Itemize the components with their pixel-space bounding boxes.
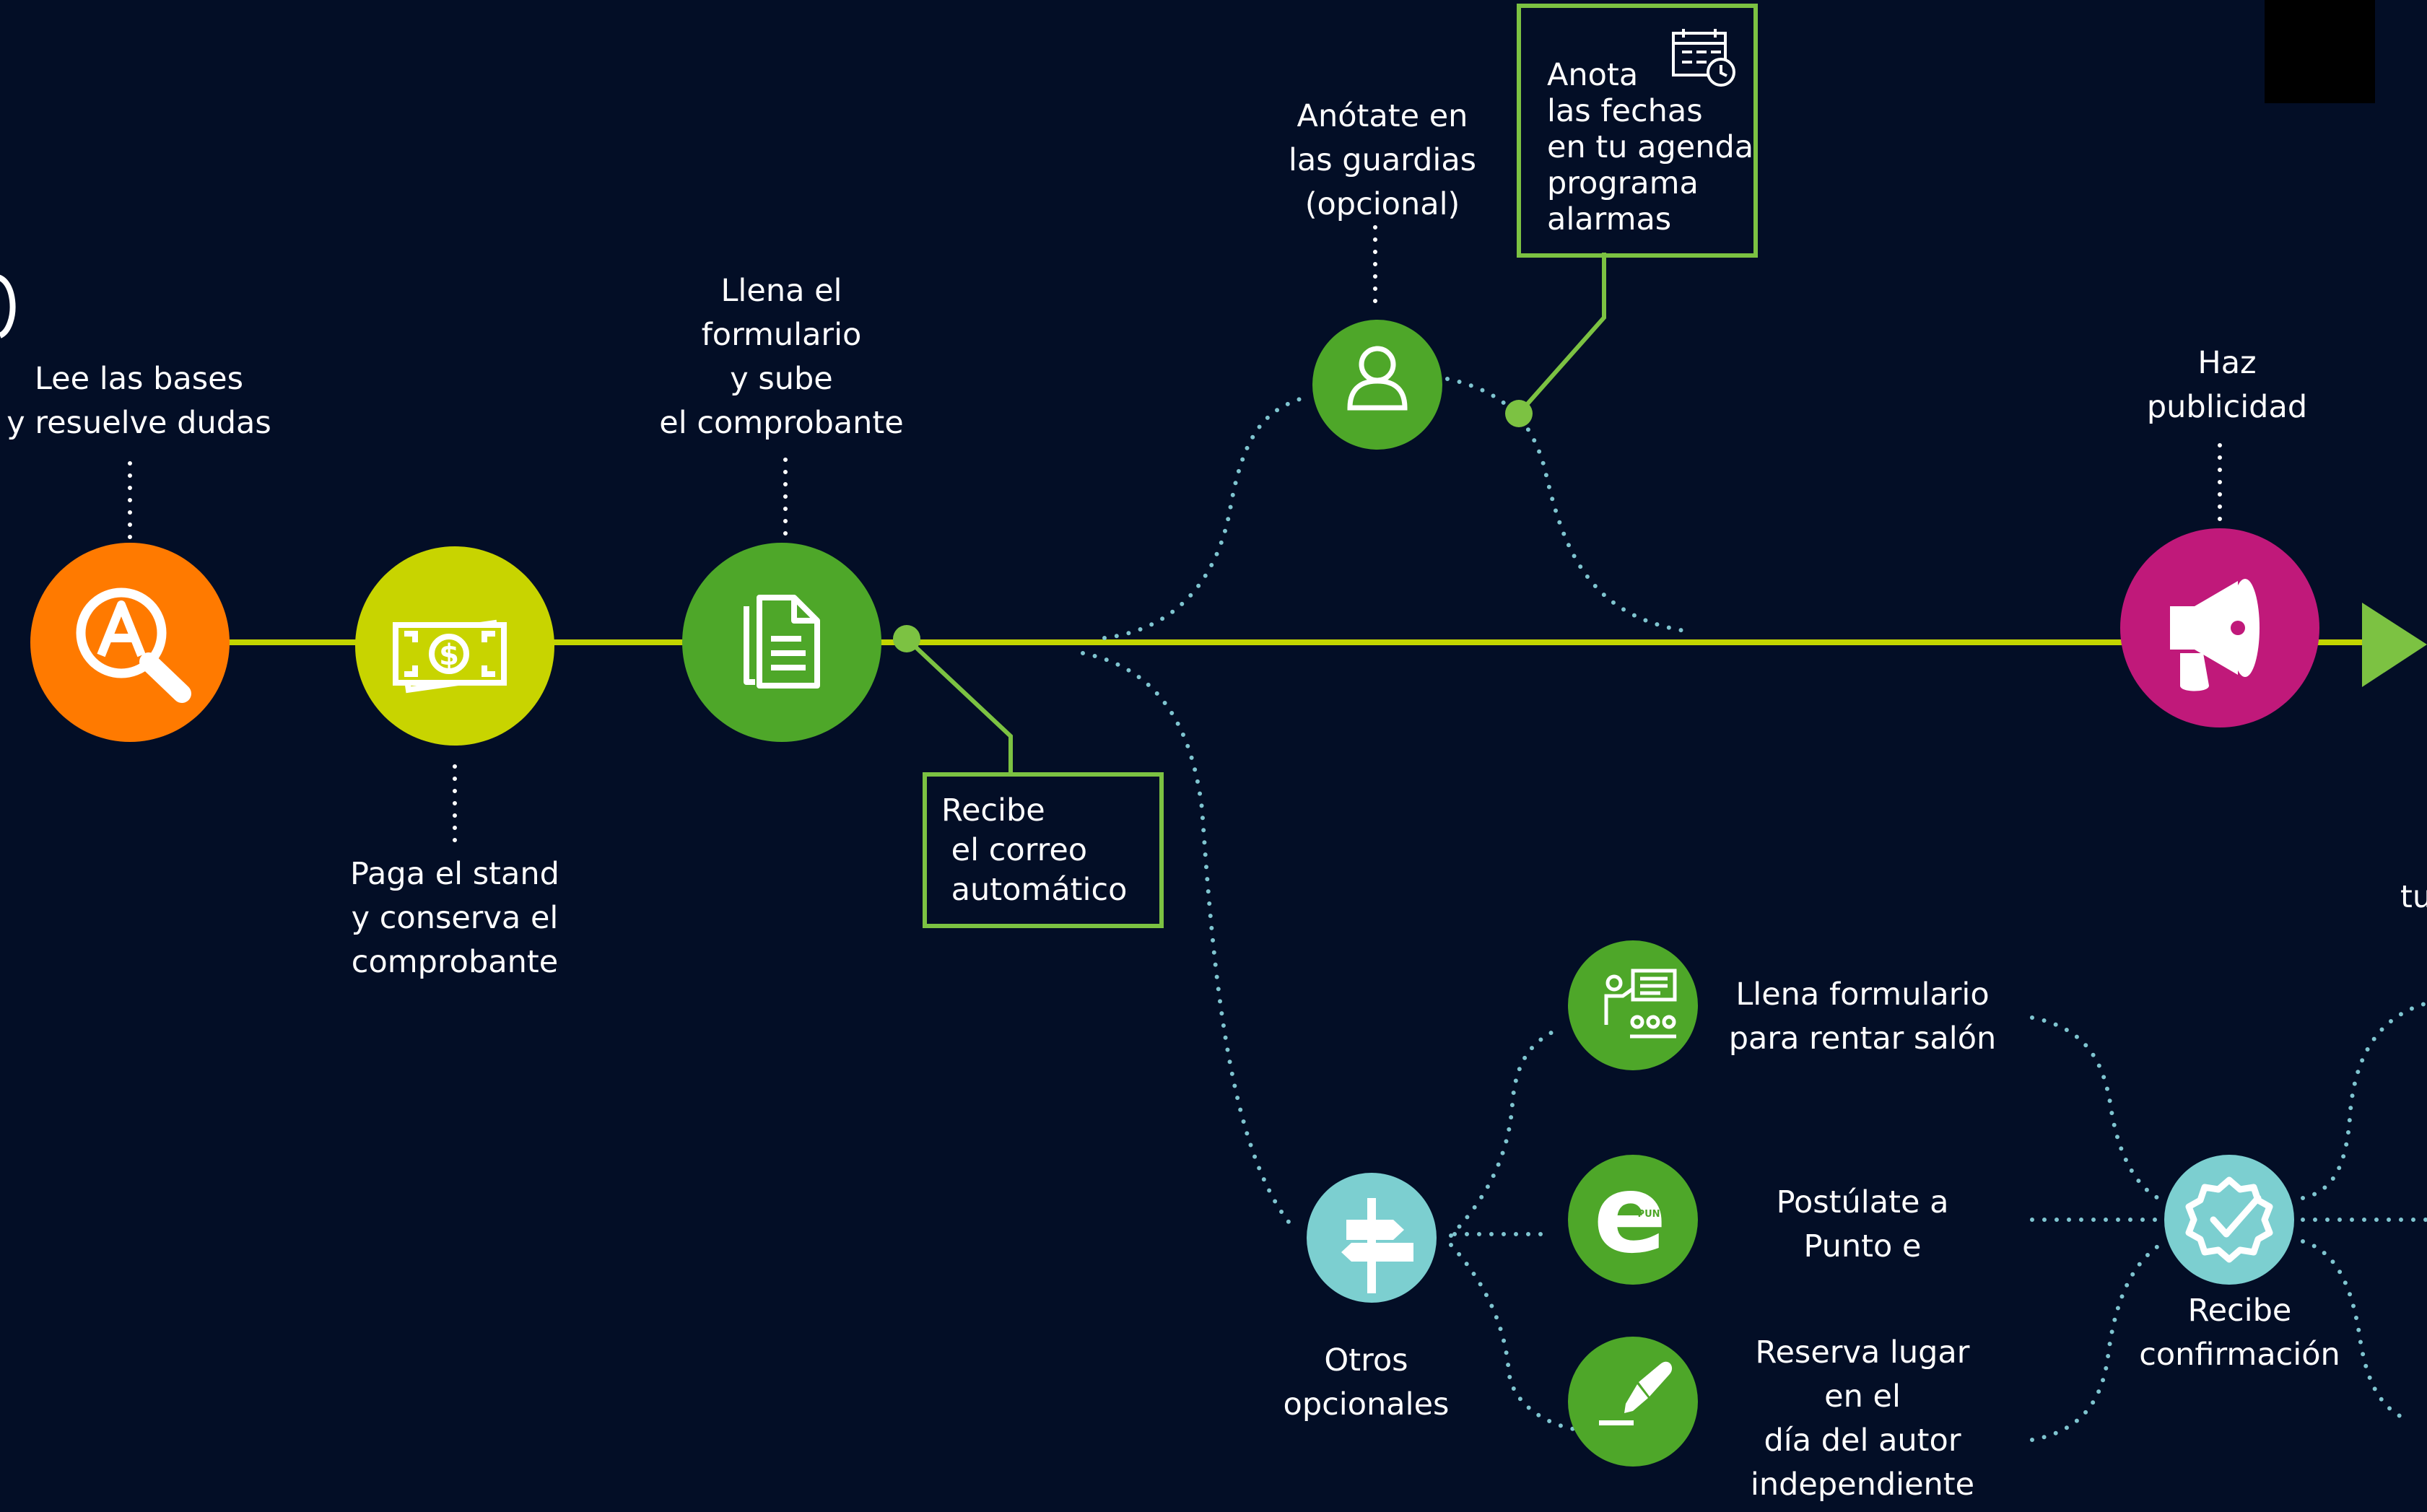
dotted-path-down: [1081, 651, 1298, 1233]
money-bill-icon: [393, 619, 507, 694]
dotted-path-salon: [1449, 1026, 1561, 1238]
label-salon: Llena formulario para rentar salón: [1728, 976, 1997, 1057]
label-punto: Postúlate a Punto e: [1776, 1184, 1949, 1264]
dotted-path-confirm-down: [2301, 1239, 2406, 1420]
label-form: Llena el formulario y sube el comprobant…: [659, 273, 904, 441]
money-bill-dollar: $: [439, 639, 459, 672]
dates-note-dot: [1505, 400, 1533, 427]
dotted-path-confirm-up: [2301, 1001, 2427, 1200]
edge-arc: [0, 274, 16, 338]
label-author: Reserva lugar en el día del autor indepe…: [1750, 1334, 1975, 1503]
dotted-path-author-confirm: [2030, 1239, 2168, 1442]
dotted-path-shift-right: [1445, 377, 1691, 634]
svg-text:e: e: [1593, 1152, 1667, 1277]
dotted-path-author: [1449, 1243, 1576, 1431]
signpost-icon: [1341, 1198, 1413, 1293]
punto-e-icon: e PUNTO: [1593, 1152, 1674, 1277]
email-note-dot: [893, 625, 920, 652]
dates-note: Anota las fechas en tu agenda programa a…: [1517, 4, 1758, 258]
punto-logo-text: PUNTO: [1638, 1209, 1675, 1220]
step-confirm-circle: [2164, 1155, 2294, 1285]
dotted-path-up: [1102, 395, 1309, 640]
email-note-leader: [905, 637, 1013, 774]
dotted-path-salon-confirm: [2030, 1015, 2168, 1204]
email-note: Recibe el correo automático: [923, 772, 1164, 928]
step-shifts-circle: [1312, 320, 1442, 450]
label-read: Lee las bases y resuelve dudas: [6, 361, 271, 441]
cut-text: tu: [2400, 879, 2427, 915]
documents-icon: [744, 595, 820, 689]
label-pay: Paga el stand y conserva el comprobante: [350, 856, 559, 980]
check-badge-icon: [2185, 1176, 2273, 1263]
label-shifts: Anótate en las guardias (opcional): [1288, 98, 1477, 222]
user-icon: [1347, 346, 1408, 411]
magnifier-a-icon: [76, 587, 191, 703]
timeline-arrow: [2362, 603, 2427, 687]
calendar-clock-icon: [1672, 29, 1735, 87]
label-confirm: Recibe confirmación: [2139, 1293, 2340, 1373]
presenter-icon: [1604, 969, 1677, 1039]
dates-note-leader: [1517, 253, 1606, 415]
label-others: Otros opcionales: [1283, 1342, 1450, 1423]
label-publicity: Haz publicidad: [2146, 345, 2308, 425]
pen-icon: [1599, 1361, 1673, 1425]
redaction-block: [2265, 0, 2375, 103]
step-salon-circle: [1568, 940, 1698, 1070]
megaphone-icon: [2170, 579, 2260, 691]
step-punto-circle: [1568, 1155, 1698, 1285]
